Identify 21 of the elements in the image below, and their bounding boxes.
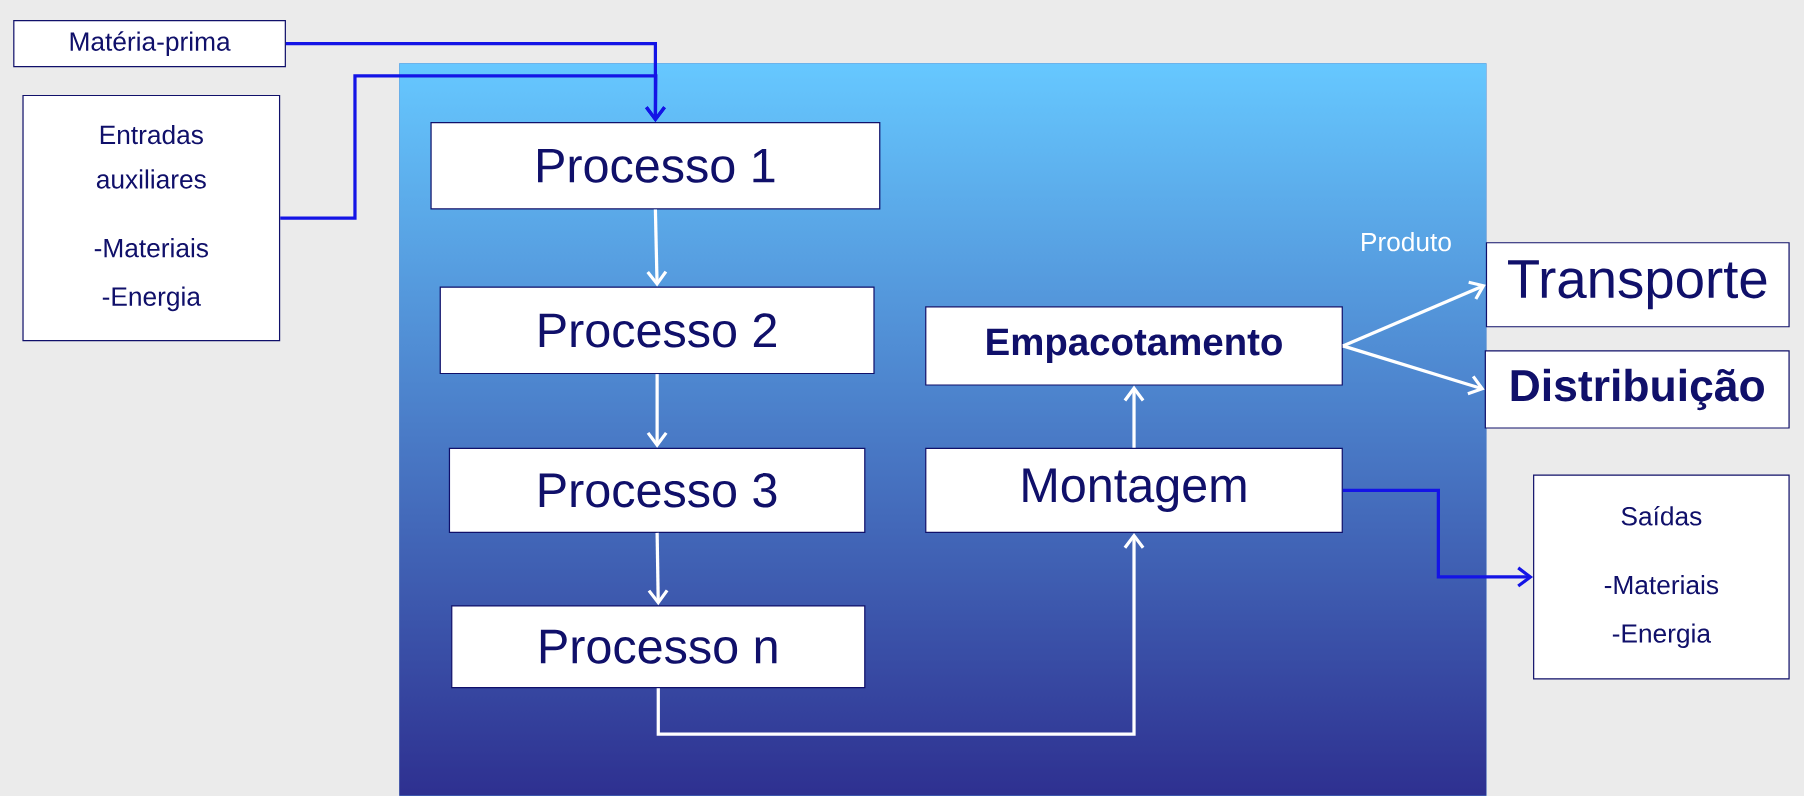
process-box: Processo 1 (430, 122, 881, 210)
arrow (280, 74, 666, 220)
process-box: Montagem (925, 447, 1343, 533)
process-box: Processo 2 (439, 286, 875, 375)
arrow (1342, 344, 1485, 396)
arrow (647, 532, 669, 606)
process-box: Processo 3 (448, 447, 866, 533)
input-box: Matéria-prima (13, 20, 286, 68)
arrow (646, 374, 668, 448)
output-box: Distribuição (1484, 350, 1790, 429)
arrow (1342, 488, 1534, 588)
arrow (1342, 280, 1486, 348)
process-box: Empacotamento (925, 306, 1343, 386)
process-box: Processo n (451, 605, 866, 689)
arrow (1123, 385, 1145, 448)
input-box: Entradas auxiliares -Materiais -Energia (22, 94, 281, 342)
arrow (646, 209, 668, 287)
output-box: Transporte (1485, 242, 1790, 328)
output-box: Saídas -Materiais -Energia (1533, 474, 1790, 680)
arrow (656, 532, 1145, 736)
output-label: Produto (1362, 231, 1451, 252)
